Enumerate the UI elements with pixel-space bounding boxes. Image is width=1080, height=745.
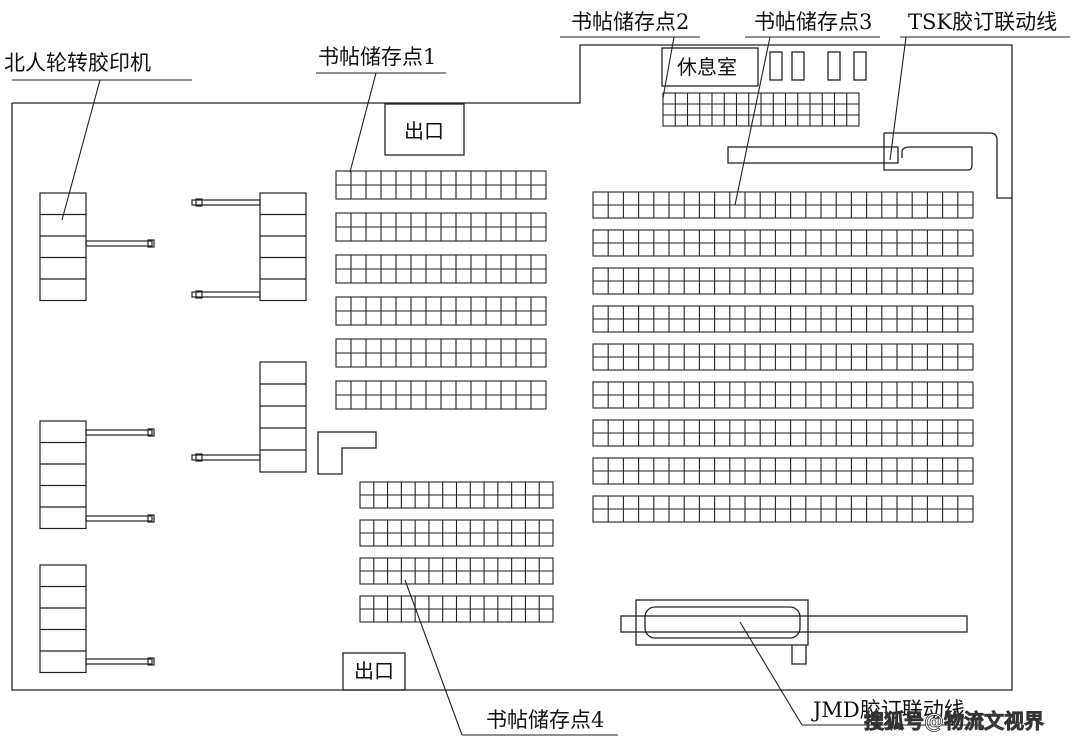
jmd-line-label: JMD胶订联动线 (811, 698, 965, 722)
press-unit-3 (191, 361, 307, 473)
tsk-binding-line (727, 132, 1012, 199)
storage4-label: 书帖储存点4 (486, 708, 604, 732)
watermark: 搜狐号@物流文视界 (864, 709, 1044, 733)
storage3-grid (592, 191, 974, 523)
building-outline (11, 44, 1013, 691)
storage1-grid (335, 170, 547, 410)
press-unit-5-arm (85, 658, 153, 665)
tsk-line-label: TSK胶订联动线 (908, 10, 1057, 34)
exit-bottom-label: 出口 (354, 659, 394, 683)
storage3-label: 书帖储存点3 (754, 10, 872, 34)
storage1-leader (316, 72, 446, 173)
press-unit-4 (39, 420, 155, 530)
tsk-leader (889, 36, 1070, 161)
press-unit-2 (191, 192, 307, 302)
storage1-label: 书帖储存点1 (318, 45, 436, 69)
press-unit-1 (39, 192, 155, 302)
lounge-box (661, 47, 759, 87)
storage2-label: 书帖储存点2 (571, 10, 689, 34)
press-unit-2-arm (191, 291, 261, 298)
lounge-label: 休息室 (677, 55, 737, 79)
press-unit-4-arm (85, 515, 153, 522)
press-label: 北人轮转胶印机 (4, 51, 151, 75)
storage2-grid (662, 92, 860, 127)
exit-top-label: 出口 (404, 119, 444, 143)
storage4-grid (359, 481, 554, 623)
press-unit-4-arm (85, 429, 153, 436)
exit-top-box (384, 103, 465, 156)
small-rooms (769, 51, 867, 81)
press-unit-5 (39, 564, 155, 674)
press-unit-1-arm (85, 240, 153, 247)
jmd-leader (739, 621, 980, 726)
press-leader (12, 79, 192, 221)
storage2-leader (560, 36, 700, 99)
storage3-leader (734, 36, 880, 206)
l-shaped-block (317, 431, 377, 475)
jmd-binding-line (620, 599, 968, 665)
press-unit-2-arm (191, 199, 261, 206)
exit-bottom-box (342, 652, 406, 691)
storage4-leader (404, 579, 618, 736)
press-unit-3-arm (191, 454, 261, 461)
